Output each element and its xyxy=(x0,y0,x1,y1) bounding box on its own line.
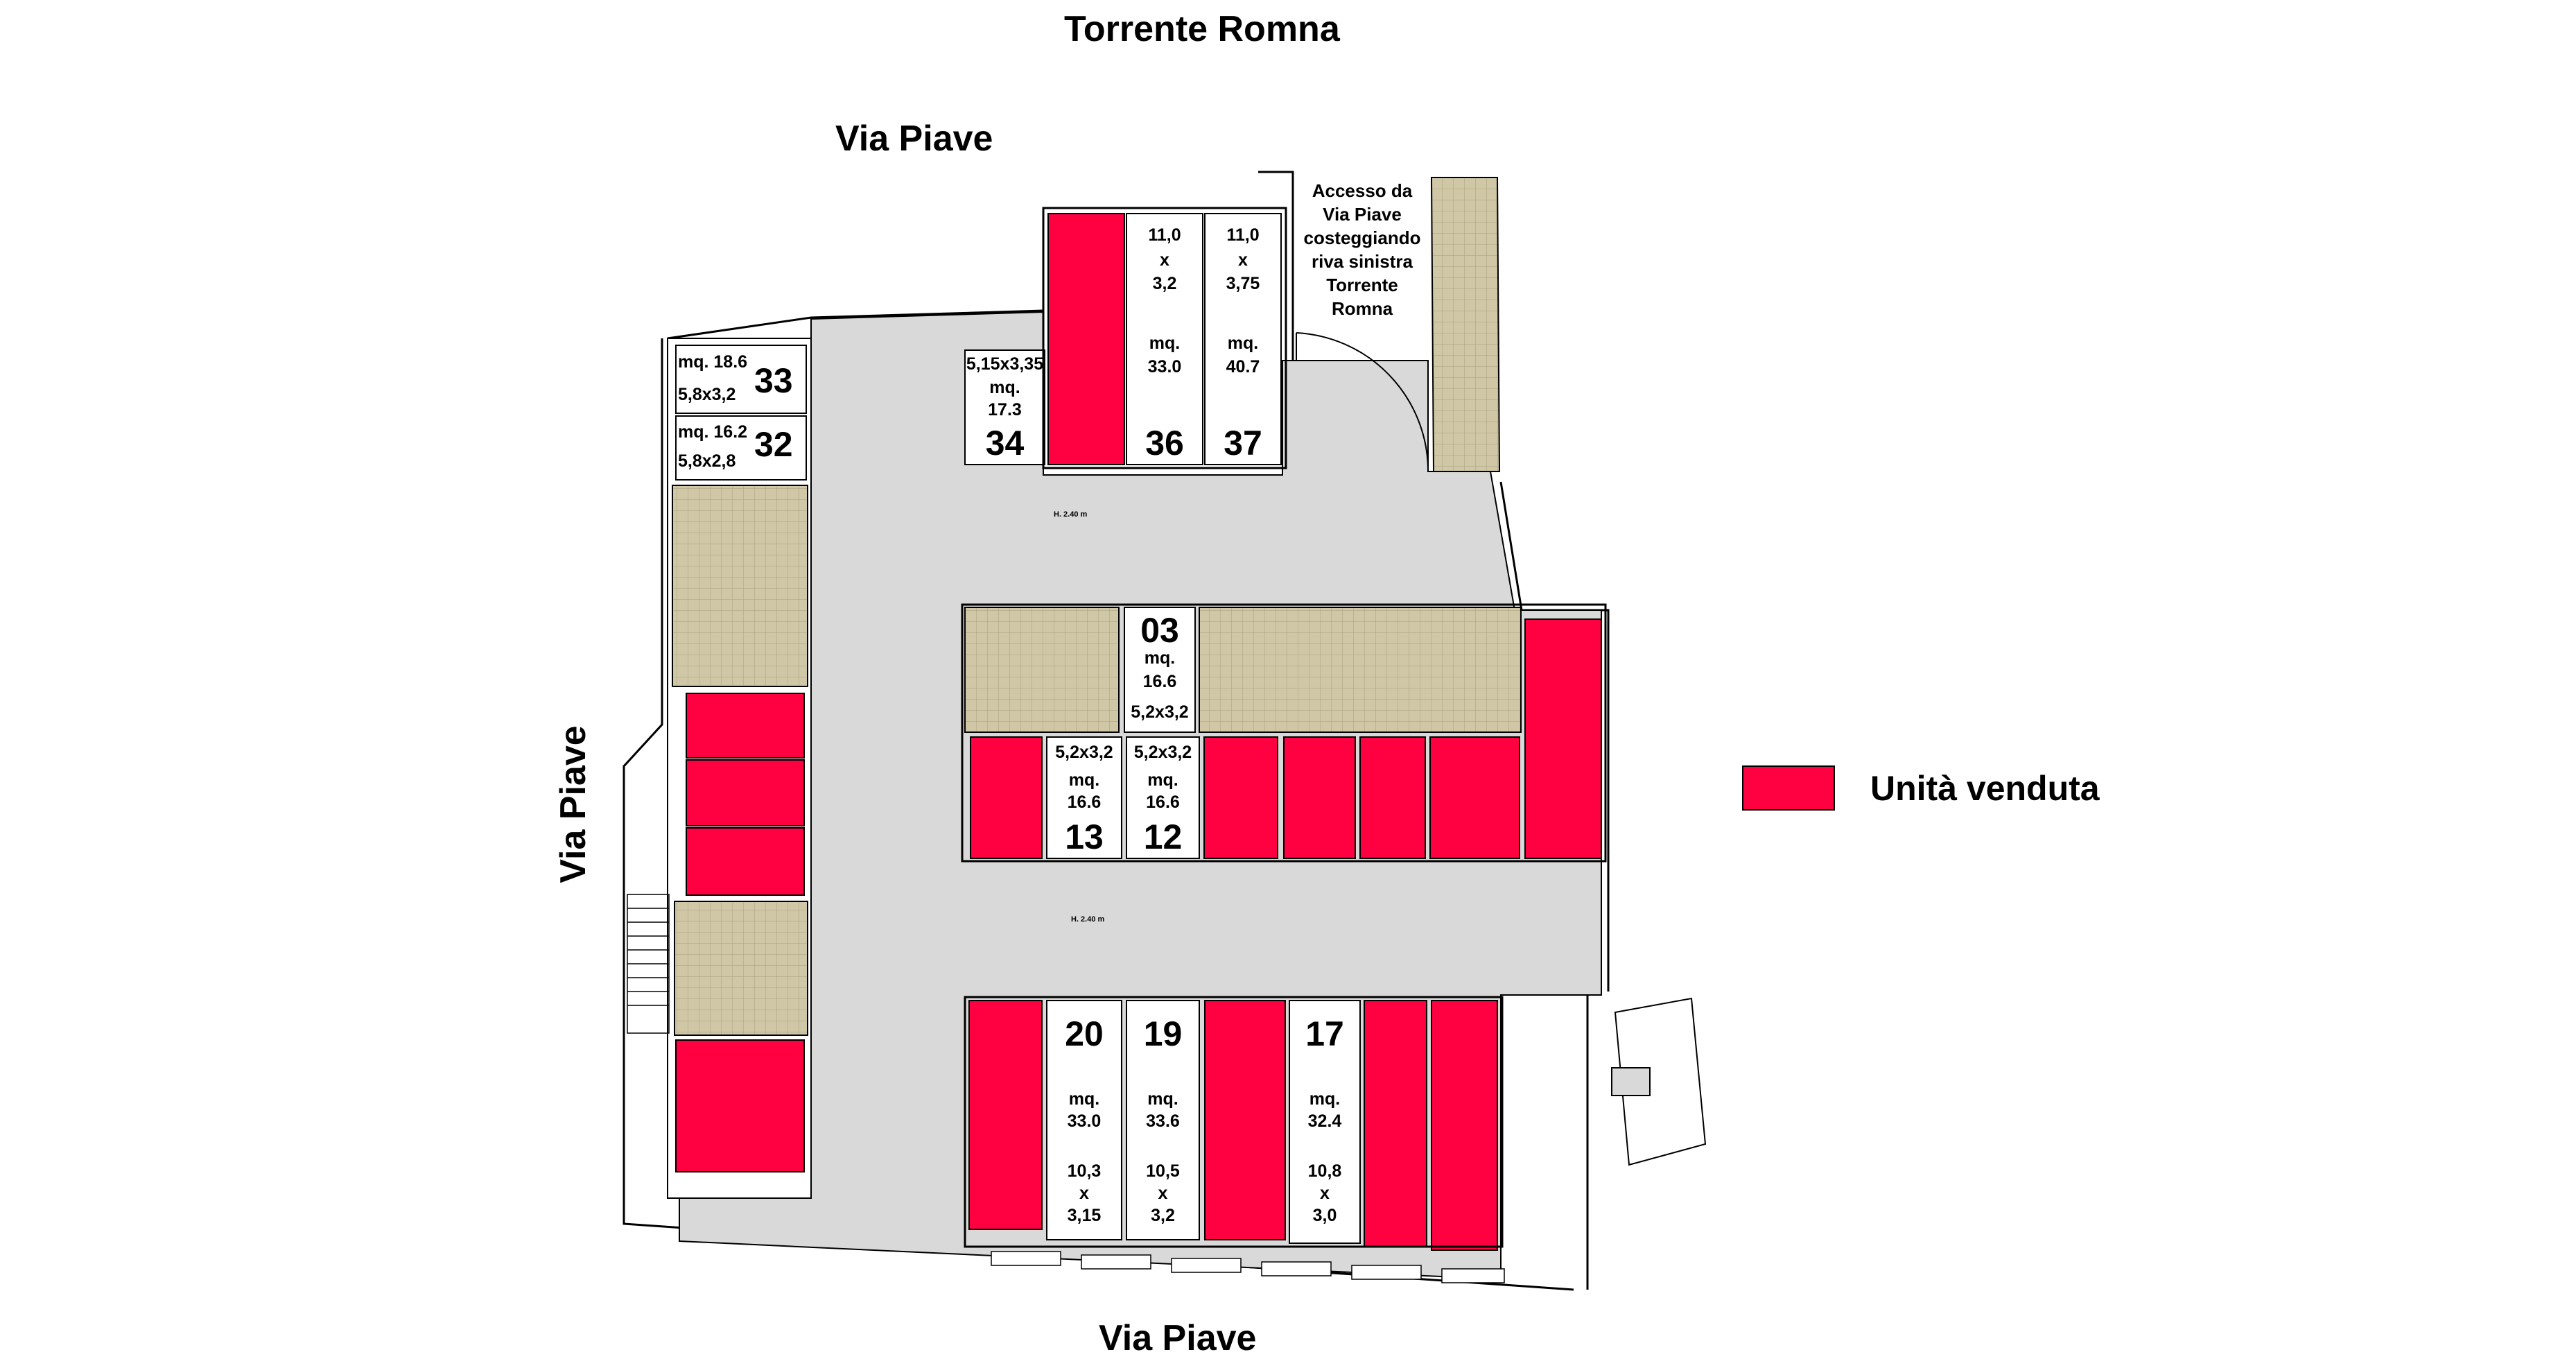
unit-03-dims: 5,2x3,2 xyxy=(1131,702,1189,722)
access-note-line: Via Piave xyxy=(1323,204,1402,225)
unit-03-area-label: mq. xyxy=(1144,648,1176,668)
unit-37-dim-x: x xyxy=(1238,250,1248,270)
legend-sold-swatch xyxy=(1742,765,1835,811)
unit-36-number: 36 xyxy=(1145,424,1184,462)
unit-19-area-value: 33.6 xyxy=(1146,1111,1180,1131)
unit-32-dims: 5,8x2,8 xyxy=(678,451,736,471)
available-units xyxy=(675,213,1361,1244)
block-frames xyxy=(961,207,1607,1248)
unit-20-dim-2: 3,15 xyxy=(1067,1206,1102,1225)
unit-03-number: 03 xyxy=(1140,611,1179,650)
unit-37-area-label: mq. xyxy=(1227,334,1259,353)
unit-34-dims: 5,15x3,35 xyxy=(966,354,1044,374)
unit-17-number: 17 xyxy=(1305,1014,1344,1053)
unit-34-area-label: mq. xyxy=(989,378,1020,397)
unit-20-dim-1: 10,3 xyxy=(1067,1161,1102,1181)
access-note-line: Romna xyxy=(1331,298,1393,319)
unit-33-area: mq. 18.6 xyxy=(678,352,748,372)
unit-37-dim-1: 11,0 xyxy=(1226,225,1260,245)
common-zones xyxy=(672,177,1522,1036)
stair-left xyxy=(627,894,670,1034)
sold-units xyxy=(675,213,1602,1251)
unit-17-dim-2: 3,0 xyxy=(1312,1206,1337,1225)
unit-12-area-label: mq. xyxy=(1147,770,1178,790)
unit-36-dim-2: 3,2 xyxy=(1152,274,1177,293)
unit-37-area-value: 40.7 xyxy=(1226,357,1260,376)
access-note-line: costeggiando xyxy=(1303,227,1421,248)
unit-13-area-value: 16.6 xyxy=(1067,793,1102,812)
access-note-line: Torrente xyxy=(1326,275,1398,295)
unit-32-number: 32 xyxy=(754,425,793,464)
unit-33-number: 33 xyxy=(754,361,793,400)
unit-17-area-label: mq. xyxy=(1309,1089,1341,1109)
unit-03-area-value: 16.6 xyxy=(1142,672,1177,691)
unit-19-number: 19 xyxy=(1143,1014,1183,1053)
unit-17-dim-1: 10,8 xyxy=(1307,1161,1342,1181)
south-openings xyxy=(991,1251,1505,1283)
unit-19-area-label: mq. xyxy=(1147,1089,1178,1109)
unit-19-dim-1: 10,5 xyxy=(1146,1161,1180,1181)
unit-36-dim-1: 11,0 xyxy=(1148,225,1181,245)
unit-19-dim-2: 3,2 xyxy=(1151,1206,1175,1225)
unit-12-dims: 5,2x3,2 xyxy=(1133,743,1192,762)
unit-19-dim-x: x xyxy=(1158,1184,1168,1203)
unit-36-area-label: mq. xyxy=(1149,334,1181,353)
unit-12-number: 12 xyxy=(1143,817,1183,856)
unit-36-area-value: 33.0 xyxy=(1147,357,1182,376)
unit-13-area-label: mq. xyxy=(1068,770,1100,790)
unit-13-dims: 5,2x3,2 xyxy=(1055,743,1113,762)
legend-sold-label: Unità venduta xyxy=(1870,769,2100,808)
unit-34-number: 34 xyxy=(985,424,1025,462)
access-gate-arc xyxy=(1296,332,1429,469)
unit-17-area-value: 32.4 xyxy=(1307,1111,1342,1131)
access-note: Accesso da Via Piave costeggiando riva s… xyxy=(1296,179,1428,320)
unit-32-area: mq. 16.2 xyxy=(678,422,748,442)
street-south: Via Piave xyxy=(1099,1318,1257,1358)
street-top-torrente: Torrente Romna xyxy=(1064,9,1340,49)
unit-13-number: 13 xyxy=(1065,817,1104,856)
street-west: Via Piave xyxy=(553,725,593,883)
unit-34-area-value: 17.3 xyxy=(988,400,1022,419)
unit-37-number: 37 xyxy=(1224,424,1262,462)
height-label: H. 2.40 m xyxy=(1054,510,1088,519)
street-north: Via Piave xyxy=(835,119,993,159)
unit-20-dim-x: x xyxy=(1079,1184,1089,1203)
stair-core xyxy=(1611,997,1707,1166)
access-note-line: riva sinistra xyxy=(1312,251,1413,272)
unit-37-dim-2: 3,75 xyxy=(1226,274,1260,293)
unit-12-area-value: 16.6 xyxy=(1146,793,1180,812)
unit-17-dim-x: x xyxy=(1320,1184,1330,1203)
unit-20-number: 20 xyxy=(1065,1014,1104,1053)
unit-20-area-value: 33.0 xyxy=(1067,1111,1102,1131)
unit-20-area-label: mq. xyxy=(1068,1089,1100,1109)
unit-36-dim-x: x xyxy=(1160,250,1169,270)
access-note-line: Accesso da xyxy=(1312,180,1413,201)
height-label: H. 2.40 m xyxy=(1071,915,1105,924)
unit-33-dims: 5,8x3,2 xyxy=(678,385,736,404)
